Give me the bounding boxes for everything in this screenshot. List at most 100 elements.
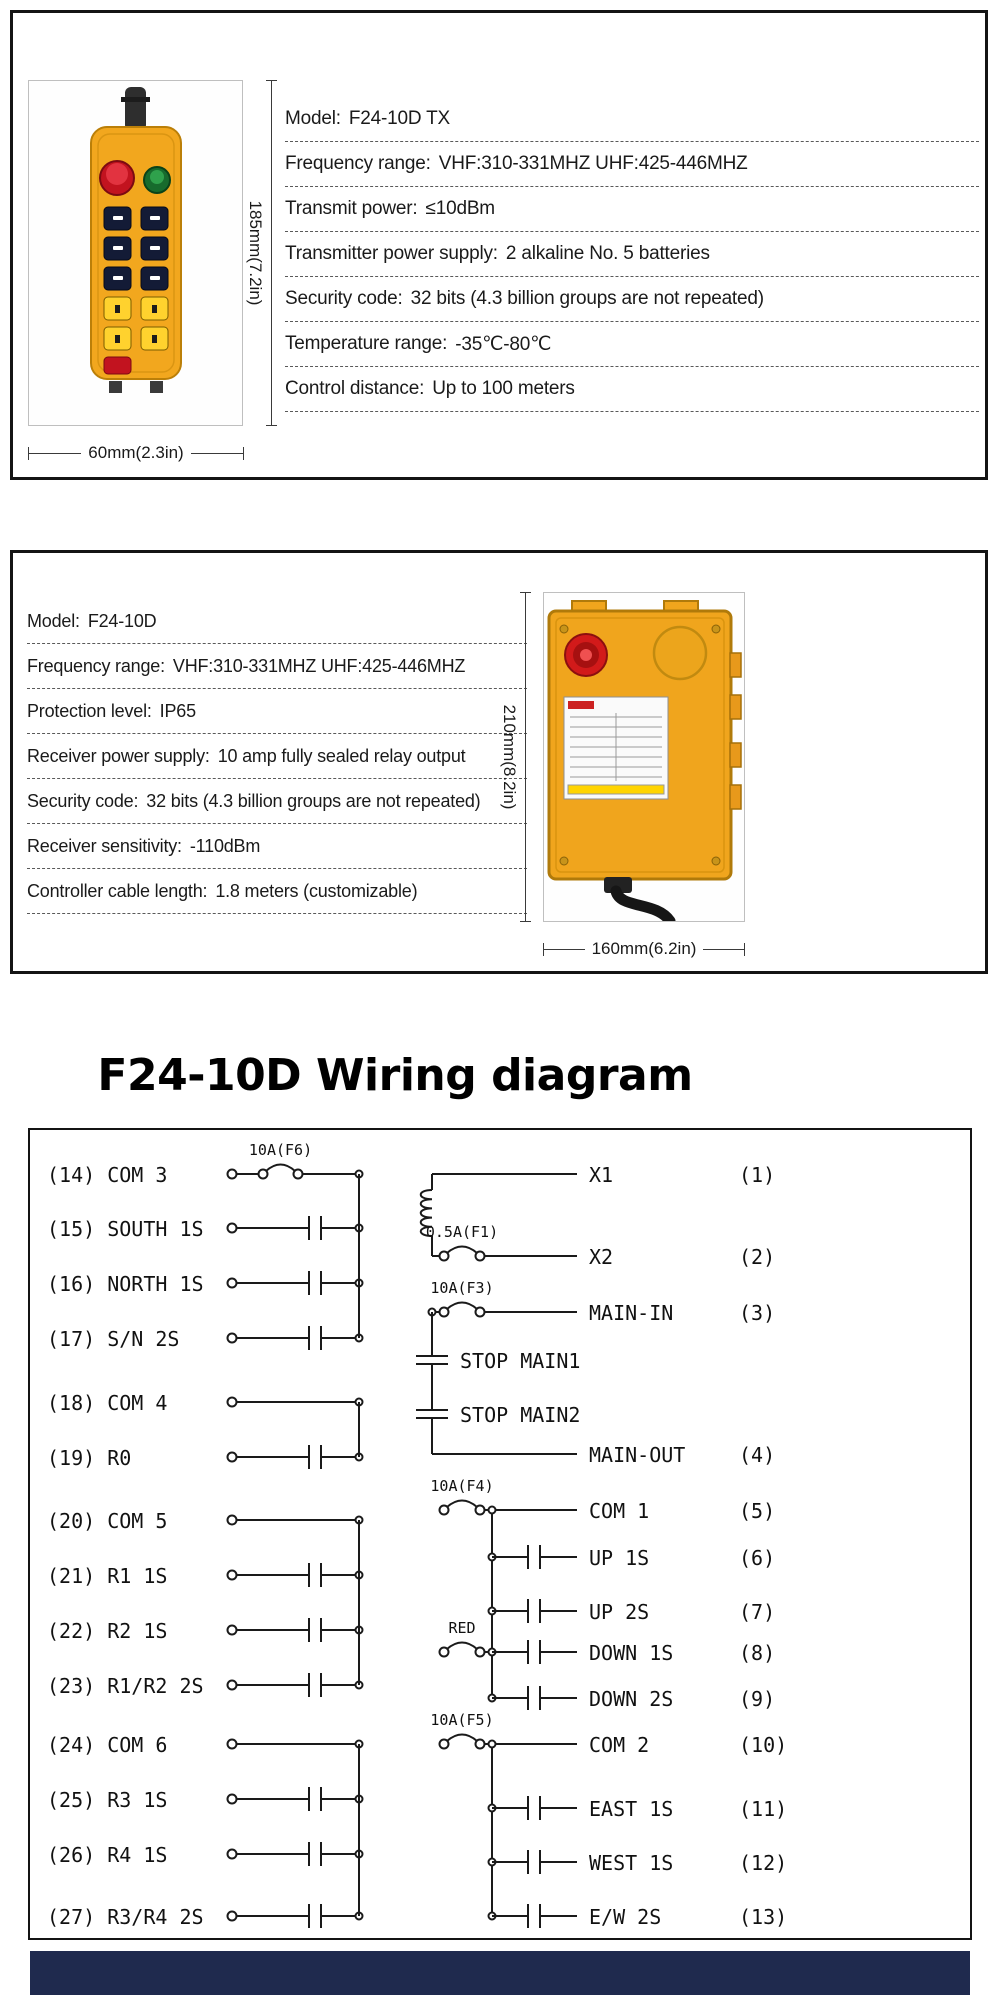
fuse-label: 10A(F3) [430,1279,493,1297]
spec-value: 32 bits (4.3 billion groups are not repe… [146,790,481,811]
spec-value: Up to 100 meters [432,378,575,399]
wiring-right-pin: (5) [739,1499,775,1523]
spec-value: -35℃-80℃ [455,333,552,355]
terminal-circle [226,1332,238,1344]
terminal-circle [226,1222,238,1234]
terminal-circle [226,1679,238,1691]
wiring-right-label: STOP MAIN2 [460,1403,580,1427]
wiring-left-terminal: (27) R3/R4 2S [47,1905,204,1929]
wiring-right-pin: (12) [739,1851,787,1875]
receiver-spec-panel: Model:F24-10D Frequency range:VHF:310-33… [10,550,988,974]
wiring-right-label: DOWN 2S [589,1687,673,1711]
terminal-circle [438,1738,450,1750]
terminal-circle [226,1910,238,1922]
wiring-right-pin: (6) [739,1546,775,1570]
spec-row: Transmitter power supply: 2 alkaline No. … [285,232,979,277]
wiring-right-label: DOWN 1S [589,1641,673,1665]
receiver-width-dim: 160mm(6.2in) [543,939,745,959]
spec-row: Control distance:Up to 100 meters [285,367,979,412]
spec-row: Transmit power: ≤10dBm [285,187,979,232]
fuse-arc [265,1163,296,1172]
wiring-left-terminal: (15) SOUTH 1S [47,1217,204,1241]
fuse-label: 0.5A(F1) [426,1223,498,1241]
transmitter-height-dim-line [266,80,277,426]
wiring-right-pin: (4) [739,1443,775,1467]
spec-label: Transmit power: [285,198,418,219]
spec-value: IP65 [159,700,196,721]
wiring-left-terminal: (26) R4 1S [47,1843,167,1867]
wiring-right-pin: (13) [739,1905,787,1929]
transmitter-spec-list: Model:F24-10D TX Frequency range:VHF:310… [285,97,979,412]
wiring-left-terminal: (19) R0 [47,1446,131,1470]
transmitter-spec-panel: 185mm(7.2in) 60mm(2.3in) Model:F24-10D T… [10,10,988,480]
fuse-label: 10A(F5) [430,1711,493,1729]
spec-label: Frequency range: [27,655,165,676]
spec-label: Model: [27,610,80,631]
spec-label: Controller cable length: [27,880,208,901]
spec-label: Security code: [285,288,403,309]
spec-row: Temperature range:-35℃-80℃ [285,322,979,367]
spec-row: Security code:32 bits (4.3 billion group… [285,277,979,322]
spec-value: 2 alkaline No. 5 batteries [505,243,710,264]
receiver-height-dim-label: 210mm(8.2in) [500,704,519,810]
coil [419,1189,433,1237]
fuse-arc [446,1499,478,1508]
terminal-circle [474,1646,486,1658]
fuse-arc [446,1301,478,1310]
receiver-photo-frame [543,592,745,922]
wiring-right-pin: (10) [739,1733,787,1757]
transmitter-remote-image [90,87,182,393]
spec-row: Security code:32 bits (4.3 billion group… [27,779,527,824]
wiring-right-pin: (1) [739,1163,775,1187]
terminal-circle [474,1306,486,1318]
terminal-circle [474,1504,486,1516]
side-connectors [729,652,742,810]
spec-row: Controller cable length: 1.8 meters (cust… [27,869,527,914]
spec-label: Protection level: [27,700,152,721]
receiver-height-dim-line [520,592,531,922]
start-button [103,356,132,375]
terminal-circle [226,1569,238,1581]
wiring-right-pin: (11) [739,1797,787,1821]
terminal-circle [438,1250,450,1262]
terminal-circle [438,1646,450,1658]
spec-value: -110dBm [189,835,261,856]
cover-emboss [652,625,708,681]
antenna [125,87,146,131]
wiring-left-terminal: (23) R1/R2 2S [47,1674,204,1698]
wiring-right-label: MAIN-OUT [589,1443,685,1467]
terminal-circle [226,1277,238,1289]
spec-value: F24-10D [87,610,157,631]
spec-row: Frequency range:VHF:310-331MHZ UHF:425-4… [285,142,979,187]
wiring-right-pin: (3) [739,1301,775,1325]
terminal-circle [487,1739,497,1749]
wiring-right-label: X2 [589,1245,613,1269]
wiring-left-terminal: (14) COM 3 [47,1163,167,1187]
terminal-circle [226,1624,238,1636]
wiring-right-label: UP 2S [589,1600,649,1624]
wiring-right-pin: (2) [739,1245,775,1269]
wiring-left-terminal: (18) COM 4 [47,1391,167,1415]
terminal-circle [474,1738,486,1750]
wiring-left-terminal: (20) COM 5 [47,1509,167,1533]
wiring-diagram-title: F24-10D Wiring diagram [97,1050,693,1101]
terminal-circle [226,1396,238,1408]
spec-label: Transmitter power supply: [285,243,498,264]
wiring-left-terminal: (21) R1 1S [47,1564,167,1588]
wiring-right-label: COM 1 [589,1499,649,1523]
receiver-image [547,600,742,921]
spec-value: 1.8 meters (customizable) [215,880,418,901]
spec-row: Protection level: IP65 [27,689,527,734]
spec-value: ≤10dBm [425,198,496,219]
spec-label: Receiver sensitivity: [27,835,182,856]
spec-label: Frequency range: [285,153,431,174]
terminal-circle [487,1505,497,1515]
spec-row: Receiver sensitivity: -110dBm [27,824,527,869]
wiring-left-terminal: (25) R3 1S [47,1788,167,1812]
wiring-left-terminal: (17) S/N 2S [47,1327,179,1351]
wiring-right-label: X1 [589,1163,613,1187]
terminal-circle [474,1250,486,1262]
wiring-right-label: MAIN-IN [589,1301,673,1325]
